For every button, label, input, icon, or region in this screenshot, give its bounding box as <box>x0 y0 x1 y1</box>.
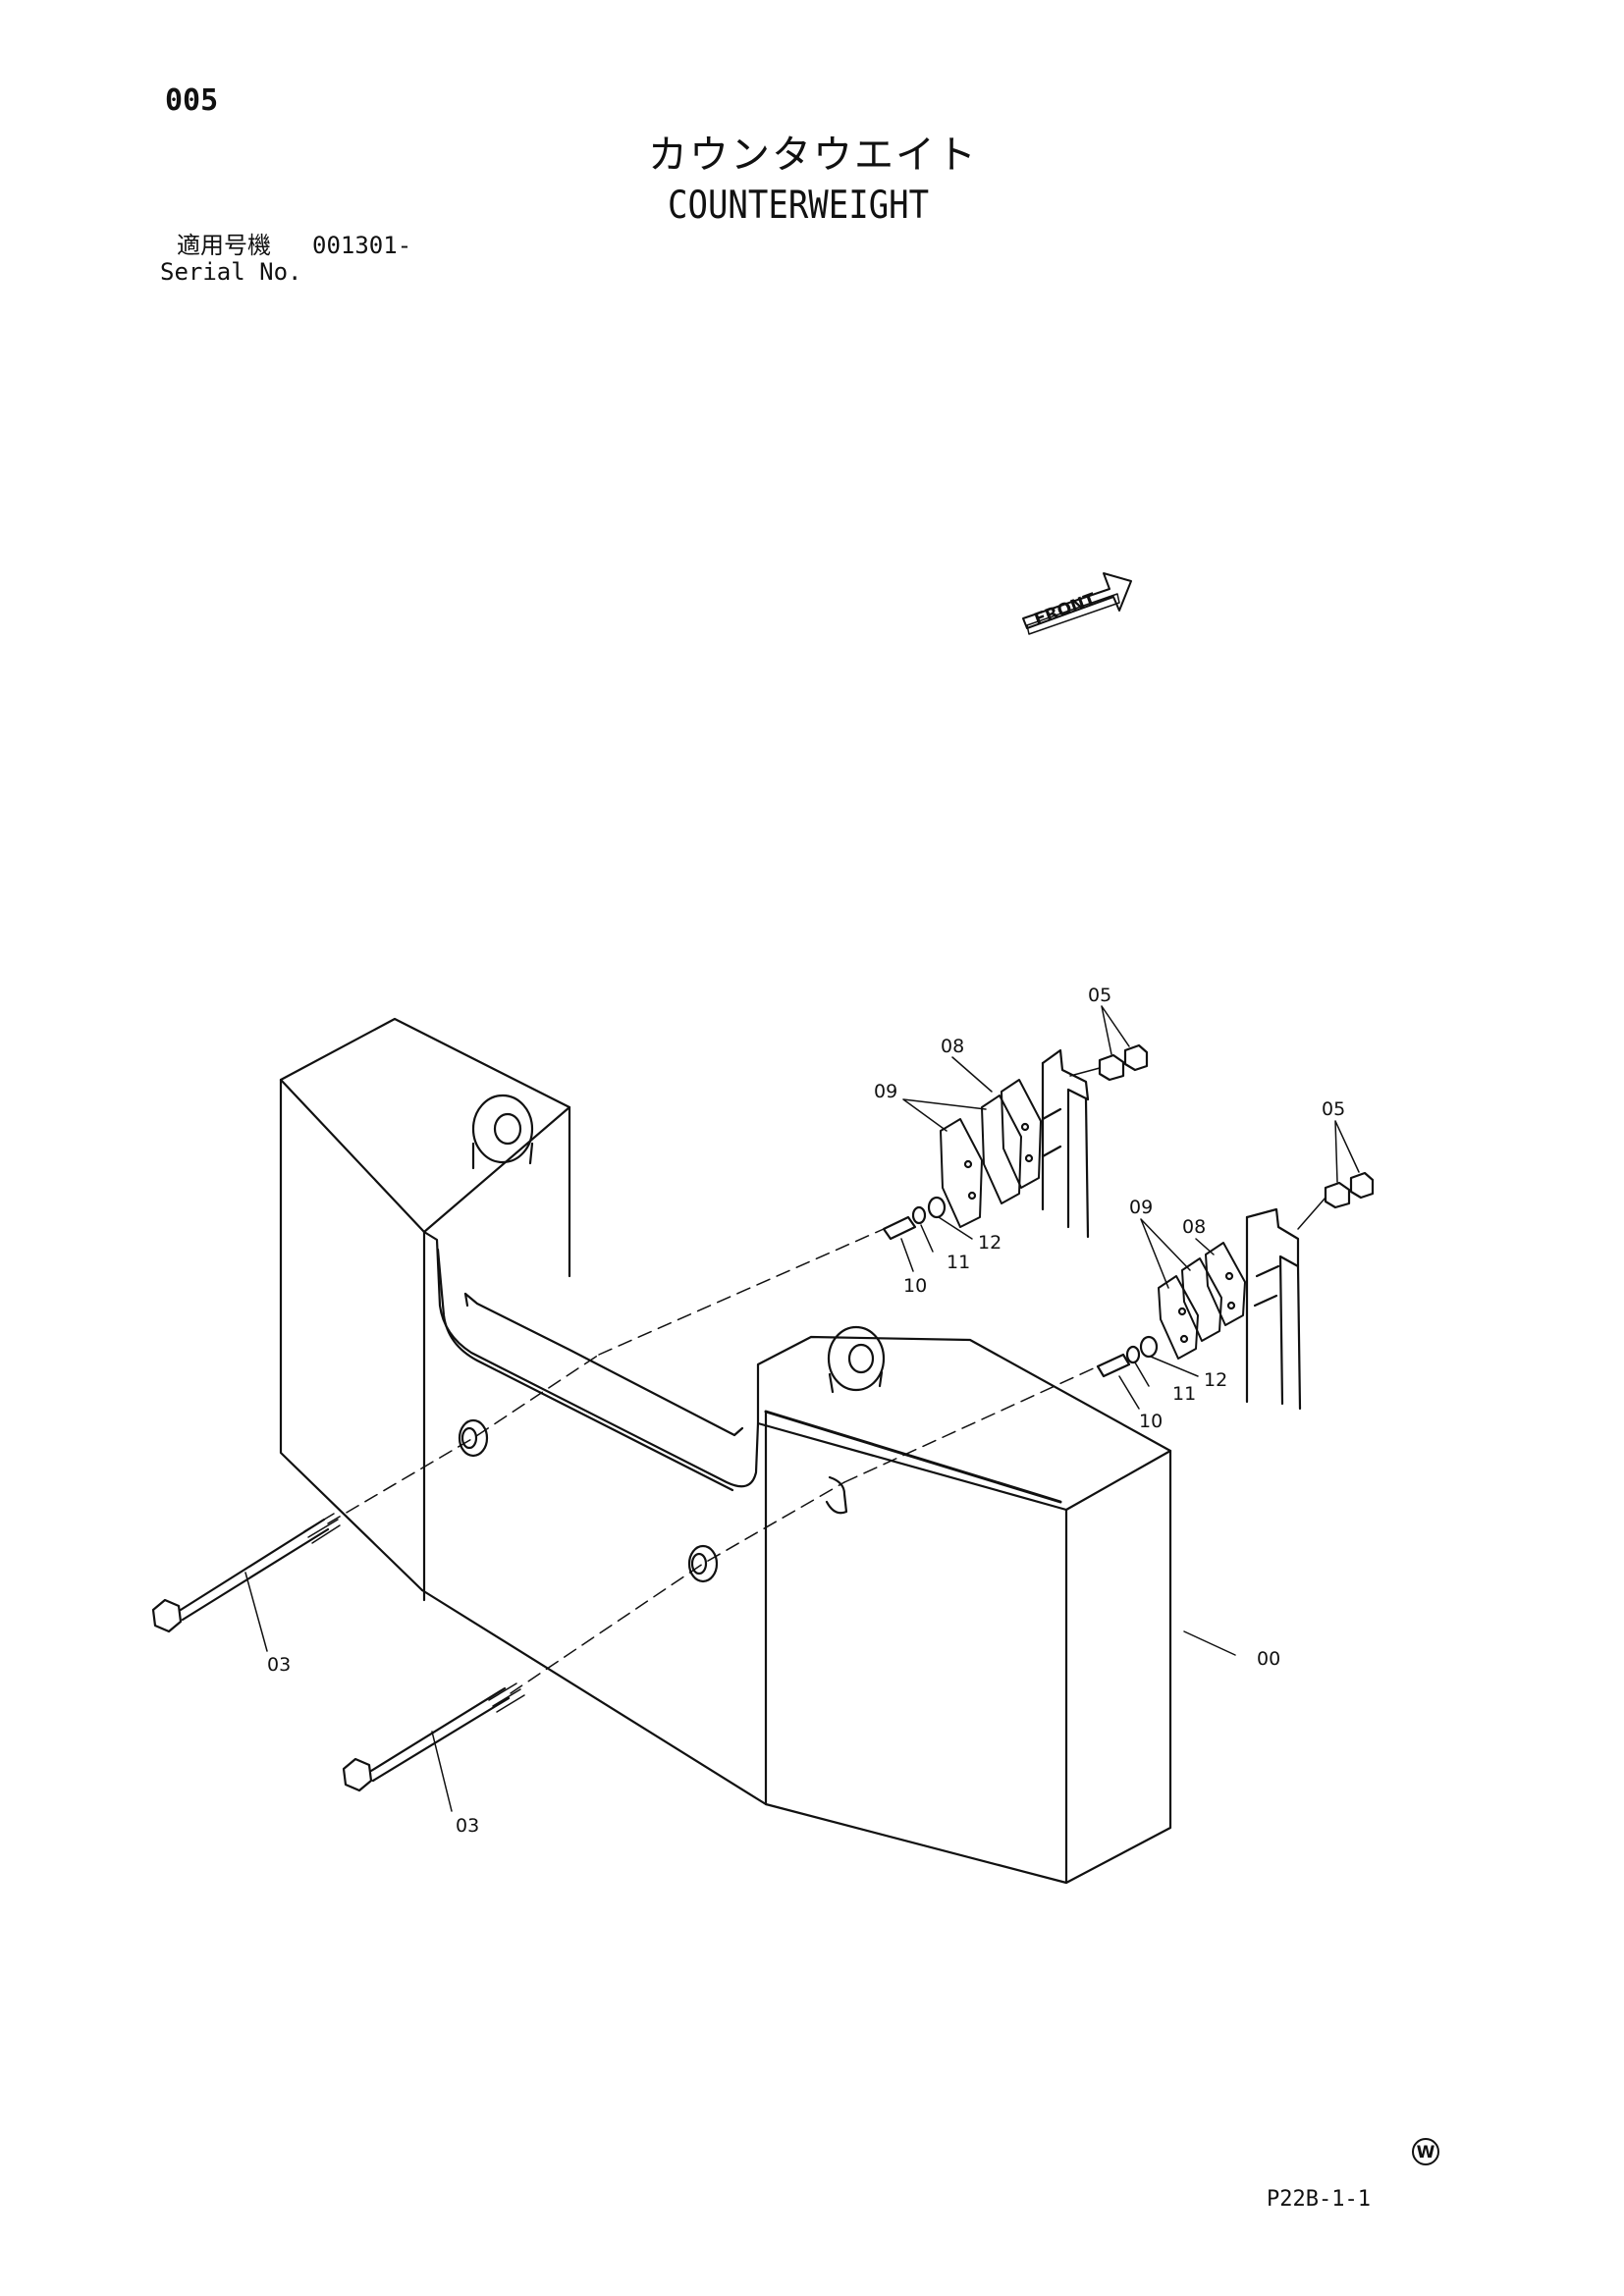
page-title-english: COUNTERWEIGHT <box>668 183 930 229</box>
serial-label-japanese: 適用号機 <box>177 232 271 259</box>
watermark-symbol: W <box>1417 2143 1435 2163</box>
callout-11-lower: 11 <box>1172 1383 1196 1405</box>
front-arrow-icon: FRONT <box>1022 572 1132 635</box>
lower-bracket-assembly <box>1096 1171 1375 1411</box>
callout-05-upper: 05 <box>1088 985 1111 1006</box>
callout-leaders <box>244 1005 1360 1812</box>
page-title-japanese: カウンタウエイト <box>648 133 978 178</box>
counterweight-body <box>279 1017 1172 1885</box>
callout-08-upper: 08 <box>941 1036 964 1057</box>
callout-03-upper: 03 <box>267 1654 291 1676</box>
spherical-washer-lower <box>687 1544 719 1583</box>
upper-bracket-assembly <box>882 1043 1149 1241</box>
long-bolt-lower <box>342 1682 525 1792</box>
callout-labels: 00 03 03 05 05 08 08 09 09 10 10 11 11 1… <box>267 985 1345 1837</box>
front-arrow-label: FRONT <box>1032 590 1099 630</box>
page-code: P22B-1-1 <box>1267 2187 1371 2212</box>
callout-03-lower: 03 <box>456 1815 479 1837</box>
callout-00: 00 <box>1257 1648 1280 1670</box>
assembly-centerlines <box>327 1228 1099 1694</box>
callout-09-upper: 09 <box>874 1081 897 1102</box>
page-number: 005 <box>165 83 219 118</box>
callout-12-upper: 12 <box>978 1232 1001 1254</box>
callout-08-lower: 08 <box>1182 1216 1206 1238</box>
watermark-icon: W <box>1412 2138 1439 2165</box>
spherical-washer-upper <box>458 1418 489 1458</box>
lifting-eye-right <box>827 1325 886 1394</box>
callout-09-lower: 09 <box>1129 1197 1153 1218</box>
callout-11-upper: 11 <box>947 1252 970 1273</box>
callout-12-lower: 12 <box>1204 1369 1227 1391</box>
serial-number-value: 001301- <box>312 232 412 259</box>
long-bolt-upper <box>151 1513 341 1633</box>
serial-label-english: Serial No. <box>160 258 302 286</box>
callout-05-lower: 05 <box>1322 1098 1345 1120</box>
lifting-eye-left <box>471 1094 534 1170</box>
callout-10-lower: 10 <box>1139 1411 1163 1432</box>
callout-10-upper: 10 <box>903 1275 927 1297</box>
